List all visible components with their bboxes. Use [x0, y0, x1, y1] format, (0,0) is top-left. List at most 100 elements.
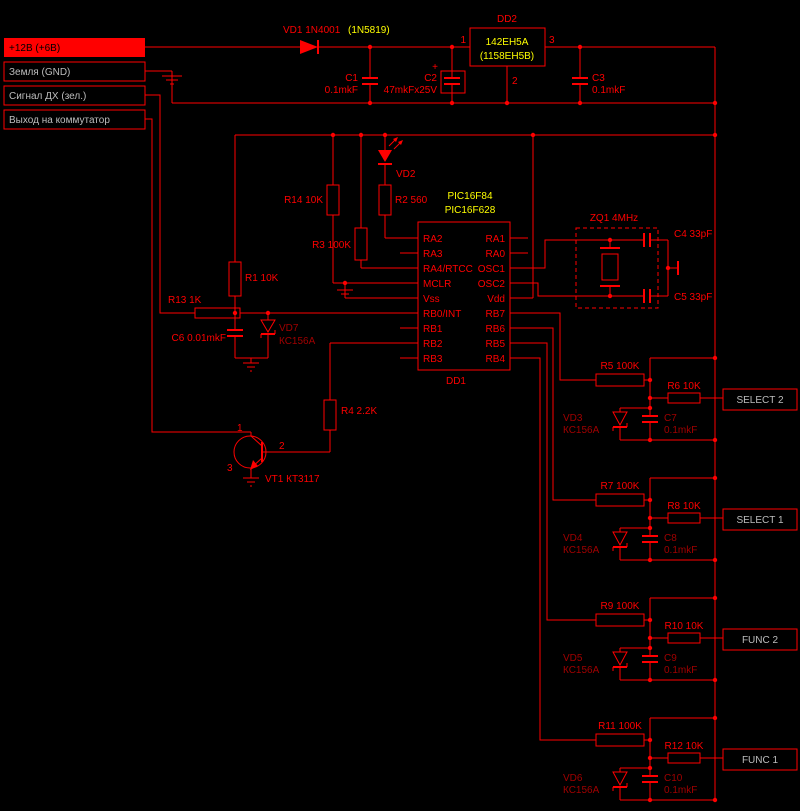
output-connector-box — [722, 628, 798, 651]
label-mcu-name: PIC16F84 — [447, 191, 492, 202]
label-vt1: VT1 КТ3117 — [265, 474, 320, 485]
label-r2: R2 560 — [395, 195, 428, 206]
label-zener-ref: VD4 — [563, 533, 583, 544]
pin-label-mclr: MCLR — [423, 279, 451, 290]
label-zener-type: КС156А — [563, 665, 600, 676]
label-vt1-pin3: 3 — [227, 463, 233, 474]
label-zq1: ZQ1 4MHz — [590, 213, 638, 224]
label-cap-val: 0.1mkF — [664, 425, 697, 436]
label-c1-val: 0.1mkF — [325, 85, 358, 96]
resistor-series — [667, 392, 701, 404]
pin-label-rb5: RB5 — [486, 339, 506, 350]
label-vt1-pin2: 2 — [279, 441, 285, 452]
label-mcu-name-alt: PIC16F628 — [445, 205, 496, 216]
label-r-series: R8 10K — [667, 501, 701, 512]
label-cap-val: 0.1mkF — [664, 545, 697, 556]
label-c1-ref: C1 — [345, 73, 358, 84]
label-zener-ref: VD5 — [563, 653, 583, 664]
output-connector-label: FUNC 1 — [742, 755, 779, 766]
pin-label-rb4: RB4 — [486, 354, 506, 365]
resistor-series — [667, 752, 701, 764]
pin-label-ra0: RA0 — [486, 249, 506, 260]
label-zener-type: КС156А — [563, 785, 600, 796]
cap-c6: C6 0.01mkF — [172, 329, 243, 344]
diode-vd1: VD1 1N4001 (1N5819) — [283, 25, 390, 54]
terminal-label-gnd: Земля (GND) — [9, 67, 70, 78]
output-block-select-1: R7 100K R8 10K VD4 КС156А C8 0.1mkF SELE… — [563, 475, 798, 563]
cap-c3: C3 0.1mkF — [572, 73, 625, 96]
label-dd2-pin2: 2 — [512, 76, 518, 87]
output-connector-box — [722, 388, 798, 411]
pin-label-vdd: Vdd — [487, 294, 505, 305]
pin-label-rb1: RB1 — [423, 324, 443, 335]
label-vd1: VD1 1N4001 — [283, 25, 341, 36]
label-cap-val: 0.1mkF — [664, 785, 697, 796]
terminal-block: +12В (+6В) Земля (GND) Сигнал ДХ (зел.) … — [3, 38, 146, 130]
junction-dots — [232, 44, 718, 316]
wires — [145, 46, 716, 800]
label-vd7-type: КС156А — [279, 336, 316, 347]
pin-label-rb7: RB7 — [486, 309, 506, 320]
terminal-label-hall-signal: Сигнал ДХ (зел.) — [9, 91, 86, 102]
label-cap-ref: C7 — [664, 413, 677, 424]
label-c2-polarity: + — [432, 62, 438, 73]
label-r-pullup: R11 100K — [598, 721, 642, 732]
pin-label-rb2: RB2 — [423, 339, 443, 350]
terminal-label-12v: +12В (+6В) — [9, 43, 60, 54]
label-r-pullup: R5 100K — [601, 361, 640, 372]
led-vd2: VD2 — [378, 137, 416, 180]
label-dd1-ref: DD1 — [446, 376, 466, 387]
resistor-r13: R13 1K — [168, 295, 241, 319]
pin-label-ra2: RA2 — [423, 234, 443, 245]
pin-label-ra4: RA4/RTCC — [423, 264, 473, 275]
output-connector-label: SELECT 1 — [736, 515, 783, 526]
label-c4: C4 33pF — [674, 229, 712, 240]
terminal-box-12v — [4, 38, 145, 57]
zener-diode — [612, 771, 628, 787]
label-c3-val: 0.1mkF — [592, 85, 625, 96]
output-connector-box — [722, 748, 798, 771]
resistor-pullup — [595, 733, 645, 747]
mcu-pin-stubs — [400, 237, 528, 359]
label-dd2-pin3: 3 — [549, 35, 555, 46]
label-zener-ref: VD6 — [563, 773, 583, 784]
pin-label-ra3: RA3 — [423, 249, 443, 260]
label-r-series: R6 10K — [667, 381, 701, 392]
pin-label-vss: Vss — [423, 294, 440, 305]
label-r13: R13 1K — [168, 295, 202, 306]
label-vd7-ref: VD7 — [279, 323, 299, 334]
pin-label-rb6: RB6 — [486, 324, 506, 335]
label-dd2-name: 142ЕН5А — [486, 37, 529, 48]
crystal-zq1: ZQ1 4MHz C4 33pF C5 33pF — [575, 213, 712, 309]
label-vd2: VD2 — [396, 169, 416, 180]
resistor-r3: R3 100K — [312, 227, 368, 261]
label-cap-val: 0.1mkF — [664, 665, 697, 676]
resistor-series — [667, 512, 701, 524]
zener-vd7: VD7 КС156А — [260, 319, 316, 347]
resistor-r4: R4 2.2K — [323, 399, 377, 431]
cap-c2-electrolytic: + C2 47mkFx25V — [384, 62, 466, 96]
cap-c1: C1 0.1mkF — [325, 73, 378, 96]
label-dd2-ref: DD2 — [497, 14, 517, 25]
zener-diode — [612, 531, 628, 547]
label-dd2-name-alt: (1158ЕН5В) — [480, 51, 534, 62]
resistor-r1: R1 10K — [228, 261, 279, 297]
label-r3: R3 100K — [312, 240, 351, 251]
regulator-dd2: DD2 142ЕН5А (1158ЕН5В) 1 3 2 — [460, 14, 555, 87]
output-connector-box — [722, 508, 798, 531]
terminal-box-commutator-out — [3, 109, 146, 130]
pin-label-ra1: RA1 — [486, 234, 506, 245]
label-zener-ref: VD3 — [563, 413, 583, 424]
label-r1: R1 10K — [245, 273, 279, 284]
output-connector-label: FUNC 2 — [742, 635, 779, 646]
output-block-func-2: R9 100K R10 10K VD5 КС156А C9 0.1mkF FUN… — [563, 595, 798, 683]
label-zener-type: КС156А — [563, 545, 600, 556]
terminal-box-hall-signal — [3, 85, 146, 106]
transistor-vt1: 1 2 3 VT1 КТ3117 — [227, 423, 320, 487]
label-r-series: R12 10K — [665, 741, 704, 752]
zener-diode — [612, 411, 628, 427]
label-c6: C6 0.01mkF — [172, 333, 226, 344]
label-c5: C5 33pF — [674, 292, 712, 303]
label-r4: R4 2.2K — [341, 406, 377, 417]
